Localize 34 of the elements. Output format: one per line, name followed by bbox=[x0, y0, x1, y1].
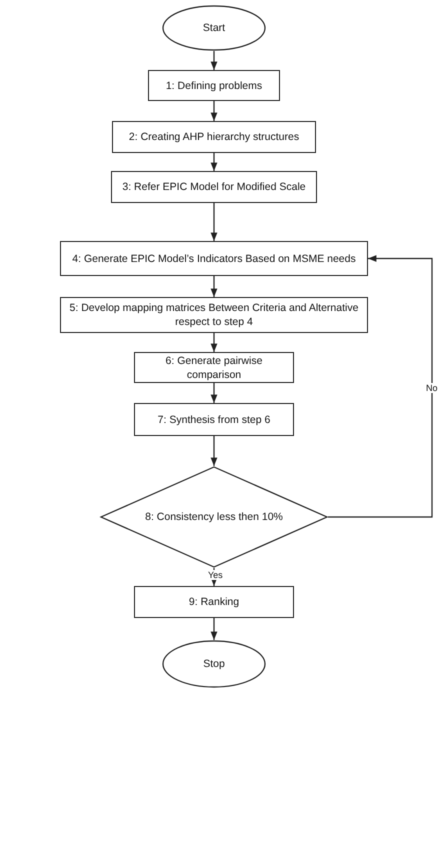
step-text: 9: Ranking bbox=[188, 595, 240, 609]
process-box bbox=[134, 352, 294, 383]
step-text: 6: Generate pairwise comparison bbox=[164, 354, 264, 382]
step-text: 1: Defining problems bbox=[164, 78, 264, 92]
arrow bbox=[210, 51, 218, 70]
arrow bbox=[210, 203, 218, 241]
step-text: 7: Synthesis from step 6 bbox=[156, 412, 272, 426]
step-text: Start bbox=[202, 21, 226, 35]
edge-label: No bbox=[425, 382, 439, 393]
edge-label: Yes bbox=[207, 570, 224, 580]
step-text: 4: Generate EPIC Model’s Indicators Based on MSME needs bbox=[71, 252, 357, 266]
step-text: 3: Refer EPIC Model for Modified Scale bbox=[121, 180, 307, 194]
arrow bbox=[210, 436, 218, 466]
arrow bbox=[210, 618, 218, 640]
process-box bbox=[60, 297, 368, 333]
process-box bbox=[112, 121, 316, 153]
process-box bbox=[60, 241, 368, 276]
arrow bbox=[328, 255, 433, 518]
step-text: 2: Creating AHP hierarchy structures bbox=[128, 130, 300, 144]
terminal-ellipse bbox=[162, 5, 266, 51]
arrow bbox=[210, 101, 218, 121]
process-box bbox=[134, 586, 294, 618]
decision-diamond bbox=[100, 466, 328, 568]
arrow bbox=[210, 153, 218, 171]
step-text: 8: Consistency less then 10% bbox=[144, 510, 284, 524]
step-text: Stop bbox=[202, 657, 226, 671]
terminal-ellipse bbox=[162, 640, 266, 688]
arrow bbox=[210, 333, 218, 352]
process-box bbox=[134, 403, 294, 436]
process-box bbox=[111, 171, 317, 203]
arrow bbox=[210, 383, 218, 403]
step-text: 5: Develop mapping matrices Between Criteria and Alternative respect to step 4 bbox=[68, 301, 360, 329]
arrow bbox=[210, 276, 218, 297]
process-box bbox=[148, 70, 280, 101]
